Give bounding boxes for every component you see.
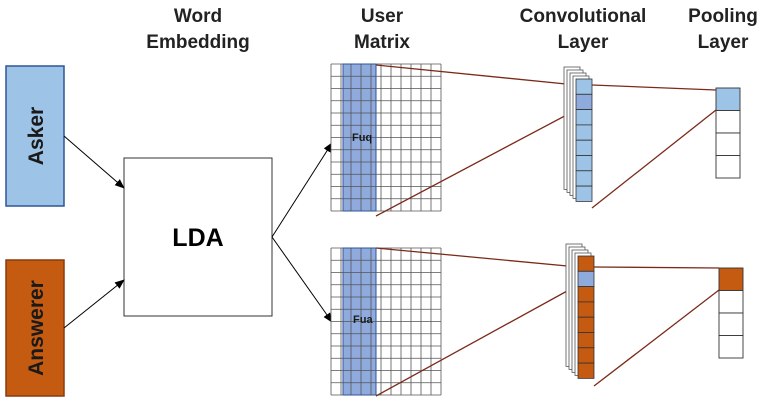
- conv-cell: [577, 332, 595, 349]
- pool-cell: [718, 290, 744, 314]
- connector-line: [591, 84, 717, 91]
- pool-cell: [715, 110, 741, 134]
- answerer-box: Answerer: [5, 259, 65, 397]
- conv-cell: [575, 185, 593, 202]
- lda-box: LDA: [123, 157, 273, 317]
- pool-cell: [718, 312, 744, 336]
- conv-cell: [575, 139, 593, 156]
- header-pooling-line1: Pooling: [688, 6, 758, 27]
- connector-line: [591, 109, 717, 209]
- header-convolutional-layer: Convolutional Layer: [520, 6, 647, 53]
- arrow-icon: [63, 279, 125, 329]
- arrow-icon: [271, 236, 333, 323]
- conv-cell: [577, 347, 595, 364]
- connector-line: [375, 247, 579, 268]
- header-word-embedding: Word Embedding: [146, 6, 249, 53]
- header-user-matrix-line2: Matrix: [354, 32, 410, 53]
- matrix-highlight-border: [342, 63, 377, 212]
- conv-cell: [575, 155, 593, 172]
- header-pooling-layer: Pooling Layer: [688, 6, 758, 53]
- conv-cell: [577, 286, 595, 303]
- answerer-label: Answerer: [25, 280, 48, 376]
- conv-cell: [575, 93, 593, 111]
- conv-cell: [575, 170, 593, 187]
- pool-cell: [715, 132, 741, 156]
- asker-label: Asker: [25, 107, 48, 165]
- pooling-layer-top: [715, 87, 741, 179]
- conv-cell: [575, 109, 593, 126]
- header-word-embedding-line2: Embedding: [146, 32, 249, 53]
- asker-box: Asker: [5, 65, 65, 207]
- header-conv-line2: Layer: [558, 32, 609, 53]
- pool-cell: [715, 87, 741, 111]
- arrow-icon: [63, 135, 125, 189]
- conv-layer-bottom: [565, 243, 595, 379]
- pool-cell: [718, 267, 744, 291]
- matrix-top-label: Fuq: [352, 132, 372, 144]
- conv-cell: [577, 362, 595, 379]
- pool-cell: [715, 155, 741, 179]
- connector-line: [375, 64, 577, 86]
- pool-cell: [718, 335, 744, 359]
- header-conv-line1: Convolutional: [520, 6, 647, 27]
- header-pooling-line2: Layer: [698, 32, 749, 53]
- header-user-matrix: User Matrix: [354, 6, 410, 53]
- connector-line: [593, 266, 720, 269]
- pooling-layer-bottom: [718, 267, 744, 359]
- conv-cell: [577, 255, 595, 272]
- user-matrix-top: [330, 63, 442, 212]
- arrow-icon: [271, 142, 333, 238]
- conv-cell: [575, 124, 593, 141]
- header-word-embedding-line1: Word: [174, 6, 222, 27]
- lda-rect: [123, 157, 273, 317]
- connector-line: [375, 284, 579, 397]
- conv-cell: [577, 270, 595, 287]
- conv-cell: [577, 316, 595, 333]
- conv-cell: [575, 78, 593, 95]
- matrix-highlight-border: [342, 247, 377, 396]
- answerer-rect: [5, 259, 65, 397]
- header-user-matrix-line1: User: [361, 6, 404, 27]
- asker-rect: [5, 65, 65, 207]
- connector-lines: [375, 64, 720, 397]
- conv-layer-top: [563, 66, 593, 202]
- matrix-bottom-label: Fua: [353, 314, 373, 326]
- connector-line: [593, 289, 720, 387]
- connector-line: [375, 109, 577, 217]
- lda-label: LDA: [172, 224, 223, 252]
- conv-cell: [577, 301, 595, 318]
- user-matrix-bottom: [330, 247, 442, 396]
